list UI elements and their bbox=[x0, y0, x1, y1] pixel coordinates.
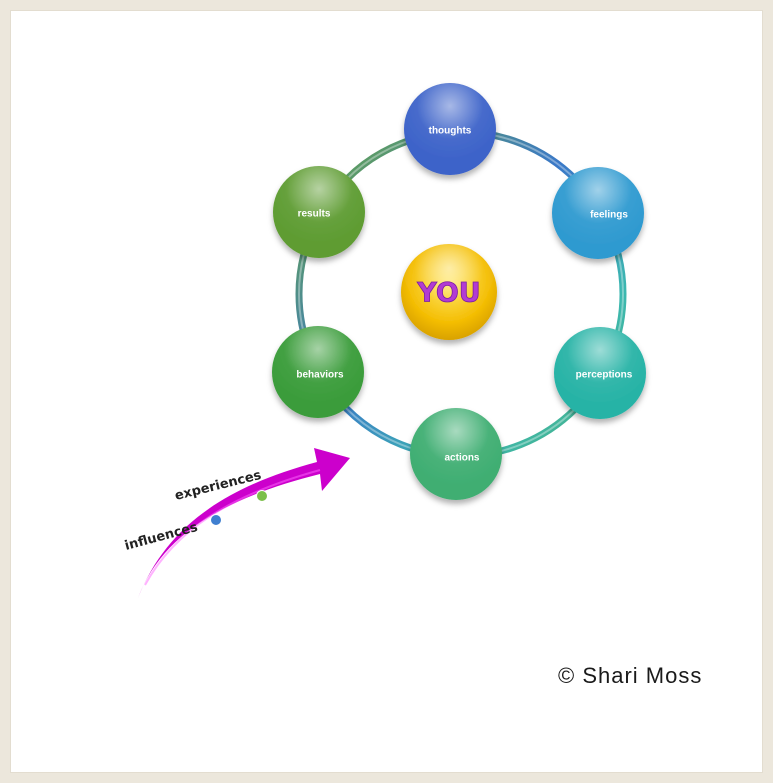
center-node: YOU bbox=[401, 244, 497, 340]
node-actions-label: actions bbox=[444, 453, 479, 464]
arrow-shape bbox=[138, 448, 350, 598]
influence-arrow: experiences influences bbox=[123, 448, 350, 598]
center-node-gloss bbox=[401, 244, 497, 340]
node-behaviors: behaviors bbox=[272, 326, 364, 418]
node-results-label: results bbox=[298, 209, 331, 220]
node-thoughts: thoughts bbox=[404, 83, 496, 175]
influences-marker bbox=[210, 514, 222, 526]
node-actions: actions bbox=[410, 408, 502, 500]
node-perceptions-gloss bbox=[554, 327, 646, 419]
center-node-label: YOU bbox=[416, 278, 480, 309]
node-thoughts-gloss bbox=[404, 83, 496, 175]
influences-label: influences bbox=[123, 520, 200, 554]
node-results-gloss bbox=[273, 166, 365, 258]
copyright-text: © Shari Moss bbox=[558, 663, 703, 688]
arrow-highlight bbox=[144, 469, 321, 586]
node-feelings: feelings bbox=[552, 167, 644, 259]
node-perceptions-label: perceptions bbox=[576, 370, 633, 381]
experiences-marker bbox=[256, 490, 268, 502]
node-behaviors-label: behaviors bbox=[296, 370, 344, 381]
node-perceptions: perceptions bbox=[554, 327, 646, 419]
node-results: results bbox=[273, 166, 365, 258]
cycle-nodes: thoughts feelings perceptions actions be… bbox=[272, 83, 646, 500]
node-thoughts-label: thoughts bbox=[429, 126, 472, 137]
node-feelings-label: feelings bbox=[590, 210, 628, 221]
node-feelings-gloss bbox=[552, 167, 644, 259]
node-actions-gloss bbox=[410, 408, 502, 500]
node-behaviors-gloss bbox=[272, 326, 364, 418]
